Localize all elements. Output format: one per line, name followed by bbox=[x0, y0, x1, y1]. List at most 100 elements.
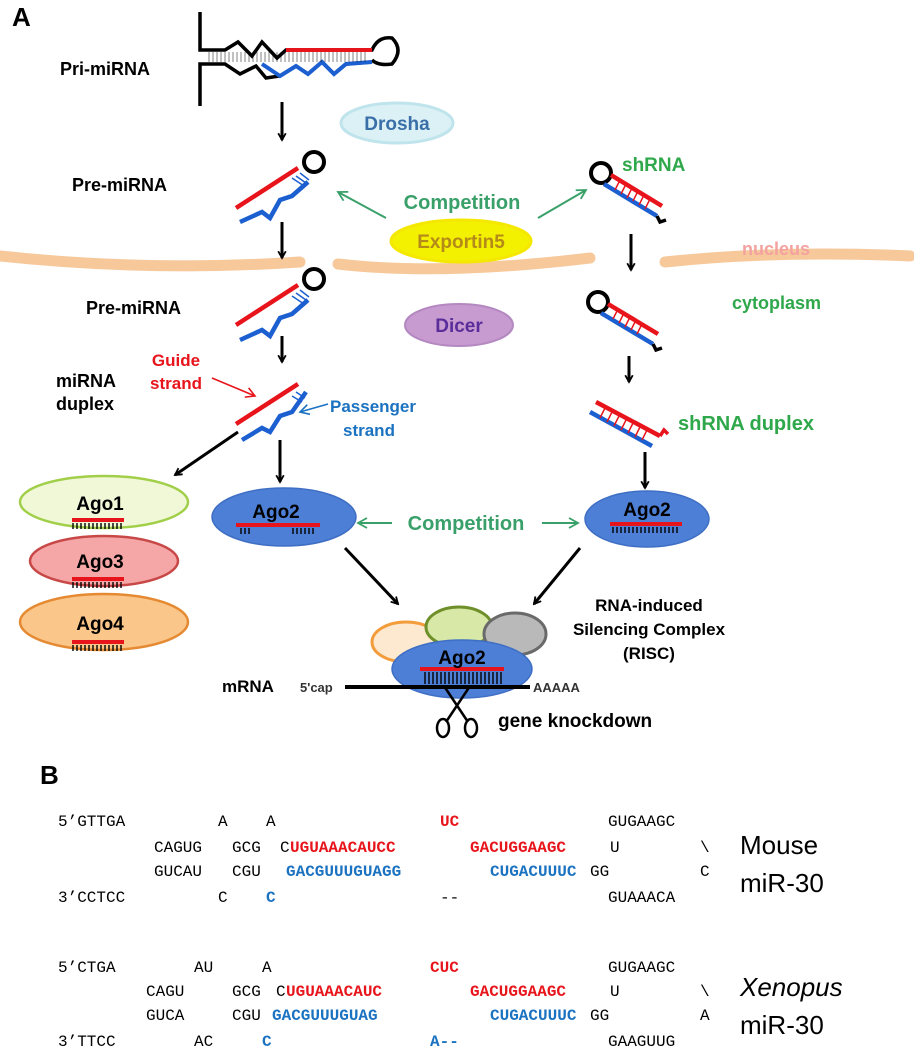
shrna-duplex-label: shRNA duplex bbox=[678, 413, 814, 435]
panel-a-label: A bbox=[12, 2, 31, 32]
mrna-label: mRNA bbox=[222, 677, 274, 696]
mouse-mir30-structure: 5’GTTGA A A UC GUGAAGC CAGUG GCG C UGUAA… bbox=[58, 813, 710, 907]
mouse-row1-c: A bbox=[266, 813, 276, 831]
dicer-label: Dicer bbox=[435, 316, 483, 337]
pre-mirna-label-1: Pre-miRNA bbox=[72, 175, 167, 195]
mouse-row1-a: 5’GTTGA bbox=[58, 813, 126, 831]
pre-mirna-hairpin-2 bbox=[234, 267, 326, 343]
mouse-row3-e: GG bbox=[590, 863, 609, 881]
xenopus-guide-3p: GACUGGAAGC bbox=[470, 983, 566, 1001]
mouse-row1-loop: GUGAAGC bbox=[608, 813, 675, 831]
ago1-label: Ago1 bbox=[76, 494, 124, 515]
xenopus-row1-a: 5’CTGA bbox=[58, 959, 116, 977]
mouse-row4-b: C bbox=[218, 889, 228, 907]
xenopus-row3-e: GG bbox=[590, 1007, 609, 1025]
mouse-row2-c: C bbox=[280, 839, 290, 857]
guide-strand-label-1: Guide bbox=[152, 351, 200, 370]
ago3-label: Ago3 bbox=[76, 552, 124, 573]
xenopus-row3-a: GUCA bbox=[146, 1007, 185, 1025]
five-cap-label: 5'cap bbox=[300, 680, 333, 695]
ago3-complex bbox=[28, 534, 180, 588]
guide-strand-label-2: strand bbox=[150, 374, 202, 393]
mouse-passenger-5p: GACGUUUGUAGG bbox=[286, 863, 401, 881]
mouse-title-2: miR-30 bbox=[740, 868, 824, 898]
mouse-row2-g: \ bbox=[700, 839, 710, 857]
mouse-row4-c: C bbox=[266, 889, 276, 907]
mouse-row3-a: GUCAU bbox=[154, 863, 202, 881]
pre-mirna-hairpin-1 bbox=[234, 150, 326, 225]
pri-mirna-label: Pri-miRNA bbox=[60, 59, 150, 79]
polya-tail-label: AAAAA bbox=[533, 680, 581, 695]
mouse-row1-bulge: UC bbox=[440, 813, 460, 831]
xenopus-row4-c: C bbox=[262, 1033, 272, 1050]
mouse-row4-a: 3’CCTCC bbox=[58, 889, 125, 907]
risc-label-2: Silencing Complex bbox=[573, 620, 726, 639]
mirna-duplex-label-2: duplex bbox=[56, 394, 114, 414]
xenopus-row3-b: CGU bbox=[232, 1007, 261, 1025]
xenopus-row2-c: C bbox=[276, 983, 286, 1001]
drosha-label: Drosha bbox=[364, 114, 430, 135]
arrow-duplex-to-ago134 bbox=[175, 430, 239, 477]
mouse-title-1: Mouse bbox=[740, 830, 818, 860]
nucleus-label: nucleus bbox=[742, 239, 810, 259]
ago2-risc-label: Ago2 bbox=[438, 648, 486, 669]
ago1-complex bbox=[18, 474, 190, 530]
mouse-row4-d: -- bbox=[440, 889, 459, 907]
xenopus-row4-d: A-- bbox=[430, 1033, 459, 1050]
mirna-duplex bbox=[234, 382, 308, 442]
xenopus-row1-loop: GUGAAGC bbox=[608, 959, 675, 977]
drosha-enzyme bbox=[339, 101, 455, 145]
pri-mirna-structure bbox=[198, 12, 400, 106]
passenger-strand-label-2: strand bbox=[343, 421, 395, 440]
mouse-guide-5p: UGUAAACAUCC bbox=[290, 839, 396, 857]
mouse-row3-b: CGU bbox=[232, 863, 261, 881]
competition-label-top: Competition bbox=[404, 192, 521, 214]
shrna-hairpin-2 bbox=[586, 290, 663, 353]
ago4-complex bbox=[18, 592, 190, 652]
arrow-ago2-left-to-risc bbox=[343, 546, 398, 604]
xenopus-row4-a: 3’TTCC bbox=[58, 1033, 116, 1050]
xenopus-row1-b: AU bbox=[194, 959, 213, 977]
xenopus-row1-bulge: CUC bbox=[430, 959, 459, 977]
shrna-label: shRNA bbox=[622, 155, 686, 176]
xenopus-row2-f: U bbox=[610, 983, 620, 1001]
mouse-row2-a: CAGUG bbox=[154, 839, 202, 857]
gene-knockdown-label: gene knockdown bbox=[498, 711, 652, 732]
xenopus-passenger-3p: CUGACUUUC bbox=[490, 1007, 577, 1025]
xenopus-row3-f: A bbox=[700, 1007, 710, 1025]
xenopus-row4-b: AC bbox=[194, 1033, 213, 1050]
scissors-icon bbox=[435, 685, 479, 739]
shrna-duplex bbox=[588, 400, 670, 448]
xenopus-row2-g: \ bbox=[700, 983, 710, 1001]
xenopus-passenger-5p: GACGUUUGUAG bbox=[272, 1007, 378, 1025]
exportin5-label: Exportin5 bbox=[417, 232, 505, 253]
ago2-left-label: Ago2 bbox=[252, 502, 300, 523]
xenopus-title-1: Xenopus bbox=[739, 972, 843, 1002]
shrna-hairpin-1 bbox=[589, 161, 667, 225]
ago2-right-label: Ago2 bbox=[623, 500, 671, 521]
mirna-duplex-label-1: miRNA bbox=[56, 371, 116, 391]
xenopus-row2-a: CAGU bbox=[146, 983, 184, 1001]
xenopus-row4-e: GAAGUUG bbox=[608, 1033, 675, 1050]
ago2-left-complex bbox=[211, 487, 357, 547]
risc-complex bbox=[370, 605, 548, 699]
exportin5-protein bbox=[389, 218, 533, 264]
mouse-row1-b: A bbox=[218, 813, 228, 831]
arrow-ago2-right-to-risc bbox=[534, 547, 582, 604]
mouse-guide-3p: GACUGGAAGC bbox=[470, 839, 566, 857]
risc-label-1: RNA-induced bbox=[595, 596, 703, 615]
mouse-passenger-3p: CUGACUUUC bbox=[490, 863, 577, 881]
pre-mirna-label-2: Pre-miRNA bbox=[86, 298, 181, 318]
competition-arrow-top-left bbox=[336, 190, 387, 219]
passenger-strand-pointer bbox=[298, 403, 329, 416]
ago2-right-complex bbox=[584, 490, 710, 548]
panel-b-label: B bbox=[40, 760, 59, 790]
xenopus-guide-5p: UGUAAACAUC bbox=[286, 983, 382, 1001]
dicer-enzyme bbox=[404, 303, 514, 347]
xenopus-mir30-structure: 5’CTGA AU A CUC GUGAAGC CAGU GCG C UGUAA… bbox=[58, 959, 710, 1050]
mouse-row2-b: GCG bbox=[232, 839, 261, 857]
cytoplasm-label: cytoplasm bbox=[732, 293, 821, 313]
mouse-row4-e: GUAAACA bbox=[608, 889, 676, 907]
guide-strand-pointer bbox=[211, 377, 257, 398]
xenopus-title-2: miR-30 bbox=[740, 1010, 824, 1040]
